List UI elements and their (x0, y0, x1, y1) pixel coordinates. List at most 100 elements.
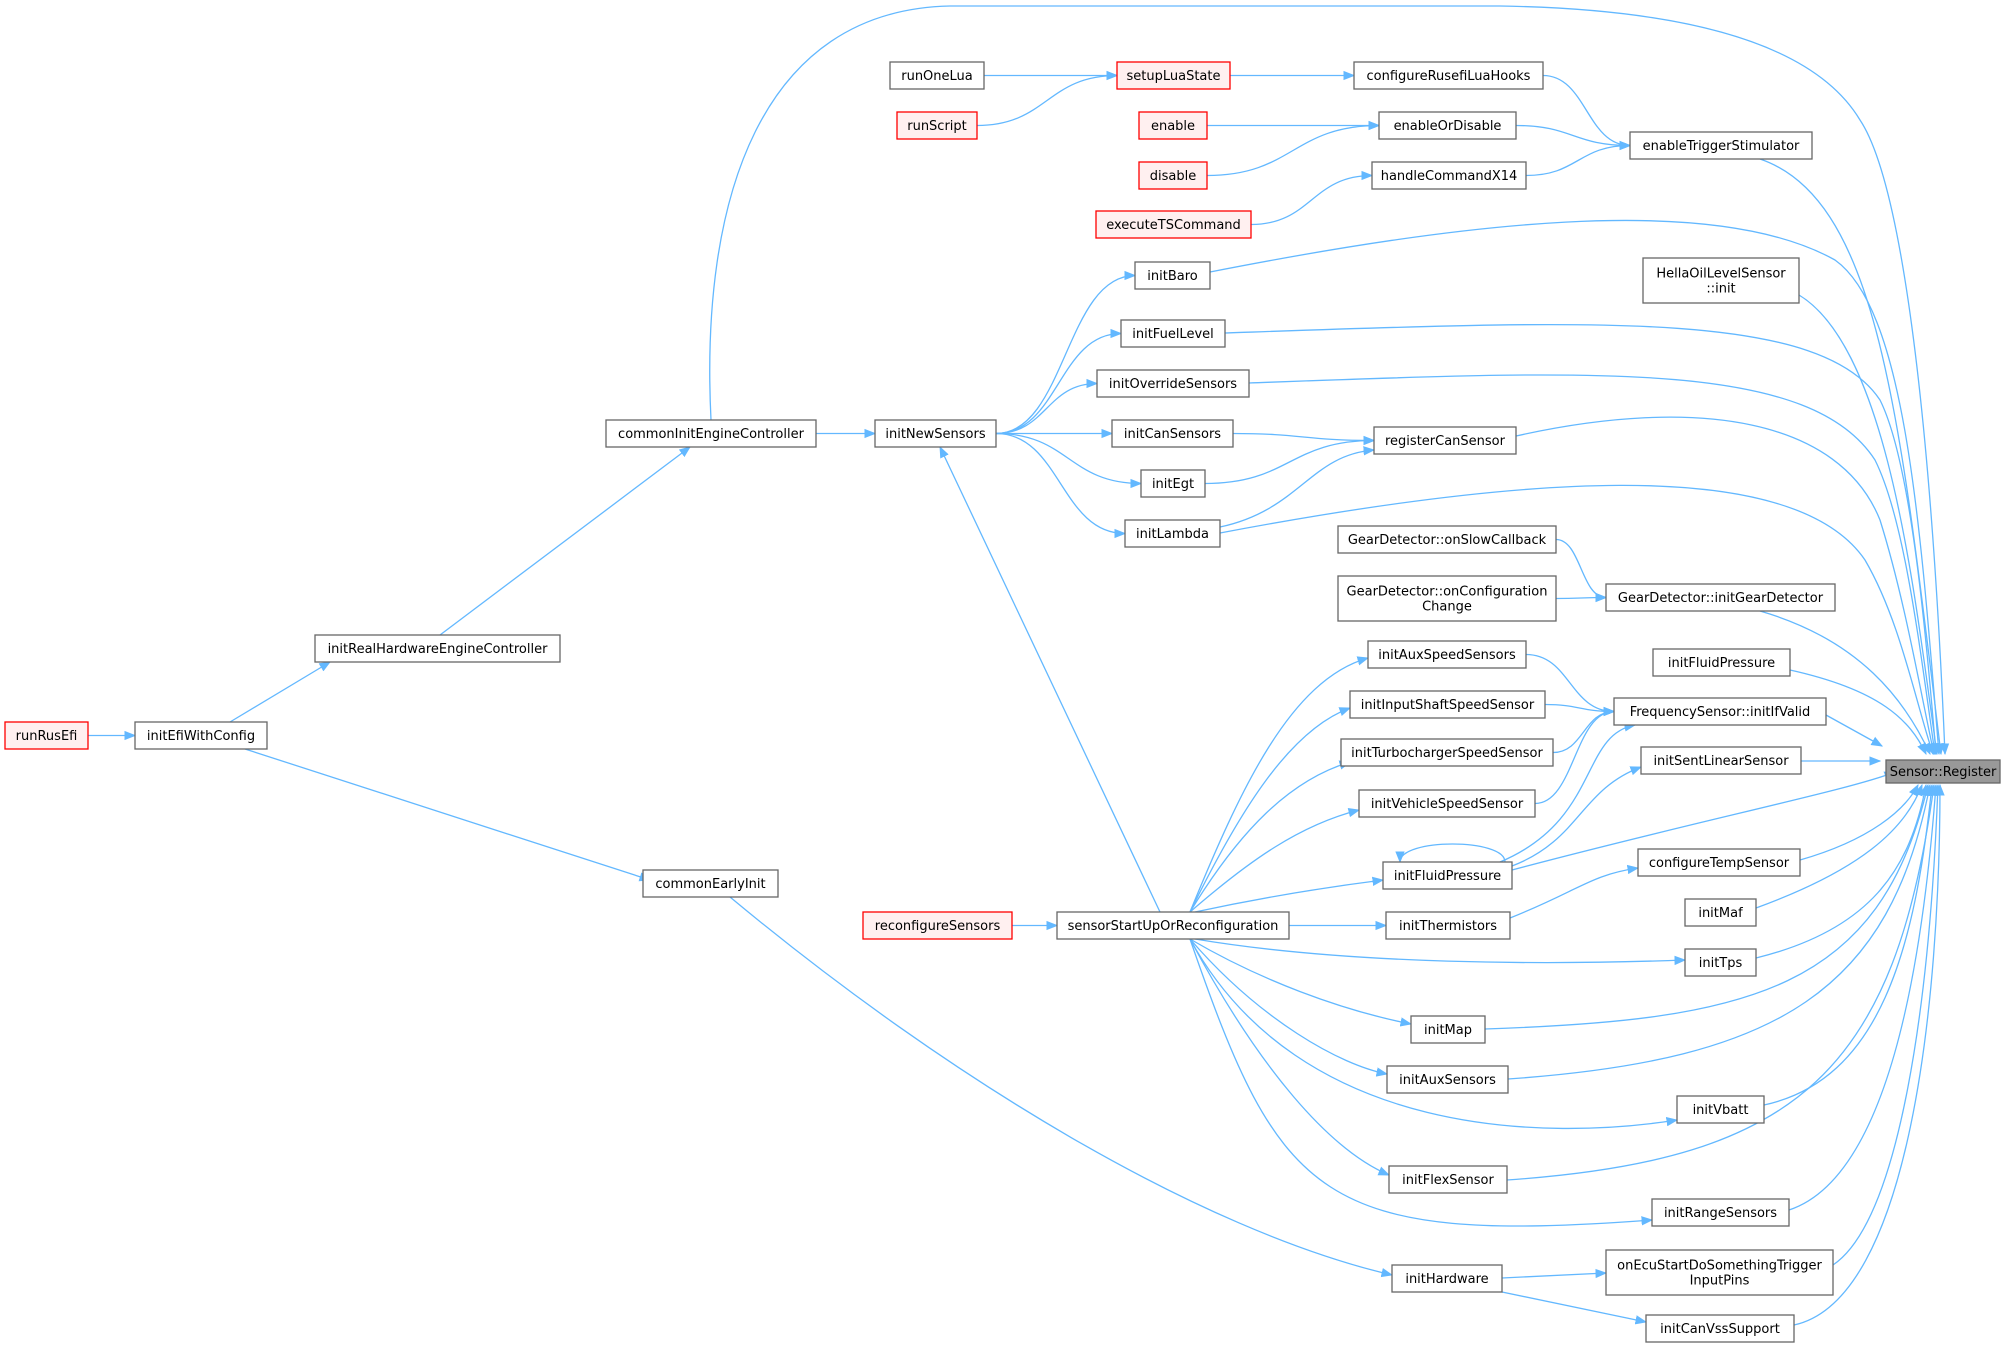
edge-sensorStartUpOrReconfiguration-to-initVehicleSpeedSensor (1189, 808, 1361, 913)
edge-initFuelLevel-to-root (1224, 323, 1940, 756)
node-initInputShaftSpeedSensor[interactable]: initInputShaftSpeedSensor (1349, 690, 1546, 719)
edge-initFluidPressureB-to-root (1511, 771, 1897, 871)
node-initHardware[interactable]: initHardware (1391, 1264, 1503, 1293)
node-label: initNewSensors (885, 427, 985, 442)
node-runScript[interactable]: runScript (896, 111, 978, 140)
node-box (1391, 1264, 1503, 1293)
node-box (1651, 1198, 1790, 1227)
node-initMaf[interactable]: initMaf (1684, 898, 1757, 927)
node-onSlowCallback[interactable]: GearDetector::onSlowCallback (1337, 525, 1557, 554)
node-enableTriggerStimulator[interactable]: enableTriggerStimulator (1629, 131, 1813, 160)
node-initEfiWithConfig[interactable]: initEfiWithConfig (134, 721, 268, 750)
node-label: initTps (1699, 956, 1743, 971)
node-initFuelLevel[interactable]: initFuelLevel (1120, 319, 1226, 348)
node-initFlexSensor[interactable]: initFlexSensor (1388, 1165, 1508, 1194)
node-initCanVssSupport[interactable]: initCanVssSupport (1645, 1314, 1795, 1343)
node-label: enableOrDisable (1394, 119, 1502, 134)
edge-registerCanSensor-to-root (1515, 416, 1937, 756)
node-box (1340, 738, 1554, 767)
node-label: initFlexSensor (1402, 1173, 1494, 1188)
edge-sensorStartUpOrReconfiguration-to-initAuxSpeedSensors (1189, 656, 1370, 913)
node-configureTempSensor[interactable]: configureTempSensor (1637, 848, 1801, 877)
node-label: GearDetector::initGearDetector (1618, 591, 1824, 606)
node-root[interactable]: Sensor::Register (1885, 759, 2001, 784)
node-initRangeSensors[interactable]: initRangeSensors (1651, 1198, 1790, 1227)
node-box (896, 111, 978, 140)
node-label: configureRusefiLuaHooks (1367, 69, 1531, 84)
edge-initNewSensors-to-initOverrideSensors (995, 378, 1099, 435)
node-initNewSensors[interactable]: initNewSensors (874, 419, 997, 448)
node-enableOrDisable[interactable]: enableOrDisable (1378, 111, 1517, 140)
node-disable[interactable]: disable (1138, 161, 1208, 190)
node-runOneLua[interactable]: runOneLua (889, 61, 985, 90)
node-box (134, 721, 268, 750)
node-initThermistors[interactable]: initThermistors (1385, 911, 1511, 940)
node-initAuxSpeedSensors[interactable]: initAuxSpeedSensors (1367, 640, 1527, 669)
edge-initGearDetector-to-root (1759, 610, 1931, 756)
node-box (1349, 690, 1546, 719)
node-label: initVbatt (1693, 1103, 1749, 1118)
node-label: initSentLinearSensor (1653, 754, 1789, 769)
node-label: initTurbochargerSpeedSensor (1351, 746, 1543, 761)
node-label: enableTriggerStimulator (1643, 139, 1800, 154)
node-commonInitEngineController[interactable]: commonInitEngineController (605, 419, 817, 448)
edge-initCanSensors-to-registerCanSensor (1232, 432, 1376, 446)
node-label: initVehicleSpeedSensor (1371, 797, 1524, 812)
node-initMap[interactable]: initMap (1410, 1015, 1486, 1044)
edge-onConfigurationChange-to-initGearDetector (1555, 592, 1608, 603)
node-configureRusefiLuaHooks[interactable]: configureRusefiLuaHooks (1353, 61, 1544, 90)
node-label: initAuxSensors (1399, 1073, 1496, 1088)
node-box (1358, 789, 1536, 818)
node-sensorStartUpOrReconfiguration[interactable]: sensorStartUpOrReconfiguration (1056, 911, 1290, 940)
node-reconfigureSensors[interactable]: reconfigureSensors (862, 911, 1013, 940)
node-label: initInputShaftSpeedSensor (1361, 698, 1535, 713)
edge-sensorStartUpOrReconfiguration-to-initTurbochargerSpeedSensor (1189, 760, 1352, 913)
node-initRealHardwareEngineController[interactable]: initRealHardwareEngineController (314, 634, 561, 663)
node-label: HellaOilLevelSensor (1656, 267, 1786, 282)
node-label: configureTempSensor (1649, 856, 1790, 871)
node-executeTSCommand[interactable]: executeTSCommand (1095, 210, 1252, 239)
node-initCanSensors[interactable]: initCanSensors (1111, 419, 1234, 448)
node-initGearDetector[interactable]: GearDetector::initGearDetector (1605, 583, 1836, 612)
edge-initMaf-to-root (1755, 783, 1923, 909)
edge-initVehicleSpeedSensor-to-frequencyInitIfValid (1534, 706, 1616, 805)
node-label: Change (1422, 600, 1472, 615)
node-box (1095, 210, 1252, 239)
node-initVehicleSpeedSensor[interactable]: initVehicleSpeedSensor (1358, 789, 1536, 818)
node-initFluidPressureB[interactable]: initFluidPressure (1382, 861, 1513, 890)
node-initOverrideSensors[interactable]: initOverrideSensors (1096, 369, 1250, 398)
node-initBaro[interactable]: initBaro (1134, 261, 1211, 290)
node-commonEarlyInit[interactable]: commonEarlyInit (642, 869, 779, 898)
edge-initNewSensors-to-initBaro (995, 270, 1137, 435)
node-frequencyInitIfValid[interactable]: FrequencySensor::initIfValid (1613, 697, 1827, 726)
node-setupLuaState[interactable]: setupLuaState (1116, 61, 1231, 90)
node-registerCanSensor[interactable]: registerCanSensor (1373, 426, 1517, 455)
node-box (1684, 898, 1757, 927)
edge-sensorStartUpOrReconfiguration-to-initFluidPressureB (1194, 876, 1385, 913)
node-hellaInit[interactable]: HellaOilLevelSensor::init (1642, 257, 1800, 304)
node-box (862, 911, 1013, 940)
node-label: GearDetector::onSlowCallback (1348, 533, 1547, 548)
node-label: initRealHardwareEngineController (328, 642, 549, 657)
node-enable[interactable]: enable (1138, 111, 1208, 140)
node-label: sensorStartUpOrReconfiguration (1068, 919, 1279, 934)
node-handleCommandX14[interactable]: handleCommandX14 (1371, 161, 1527, 190)
node-initTps[interactable]: initTps (1684, 948, 1757, 977)
node-initAuxSensors[interactable]: initAuxSensors (1386, 1065, 1509, 1094)
node-initEgt[interactable]: initEgt (1140, 469, 1206, 498)
node-initFluidPressureA[interactable]: initFluidPressure (1652, 648, 1791, 677)
node-label: setupLuaState (1127, 69, 1221, 84)
edge-initCanVssSupport-to-root (1793, 783, 1945, 1326)
node-initVbatt[interactable]: initVbatt (1676, 1095, 1765, 1124)
node-initSentLinearSensor[interactable]: initSentLinearSensor (1640, 746, 1802, 775)
edge-initEfiWithConfig-to-initRealHardwareEngineController (229, 661, 332, 723)
node-label: initAuxSpeedSensors (1378, 648, 1516, 663)
node-initLambda[interactable]: initLambda (1124, 519, 1221, 548)
node-runRusEfi[interactable]: runRusEfi (4, 721, 89, 750)
node-initTurbochargerSpeedSensor[interactable]: initTurbochargerSpeedSensor (1340, 738, 1554, 767)
edge-sensorStartUpOrReconfiguration-to-initTps (1194, 938, 1687, 966)
